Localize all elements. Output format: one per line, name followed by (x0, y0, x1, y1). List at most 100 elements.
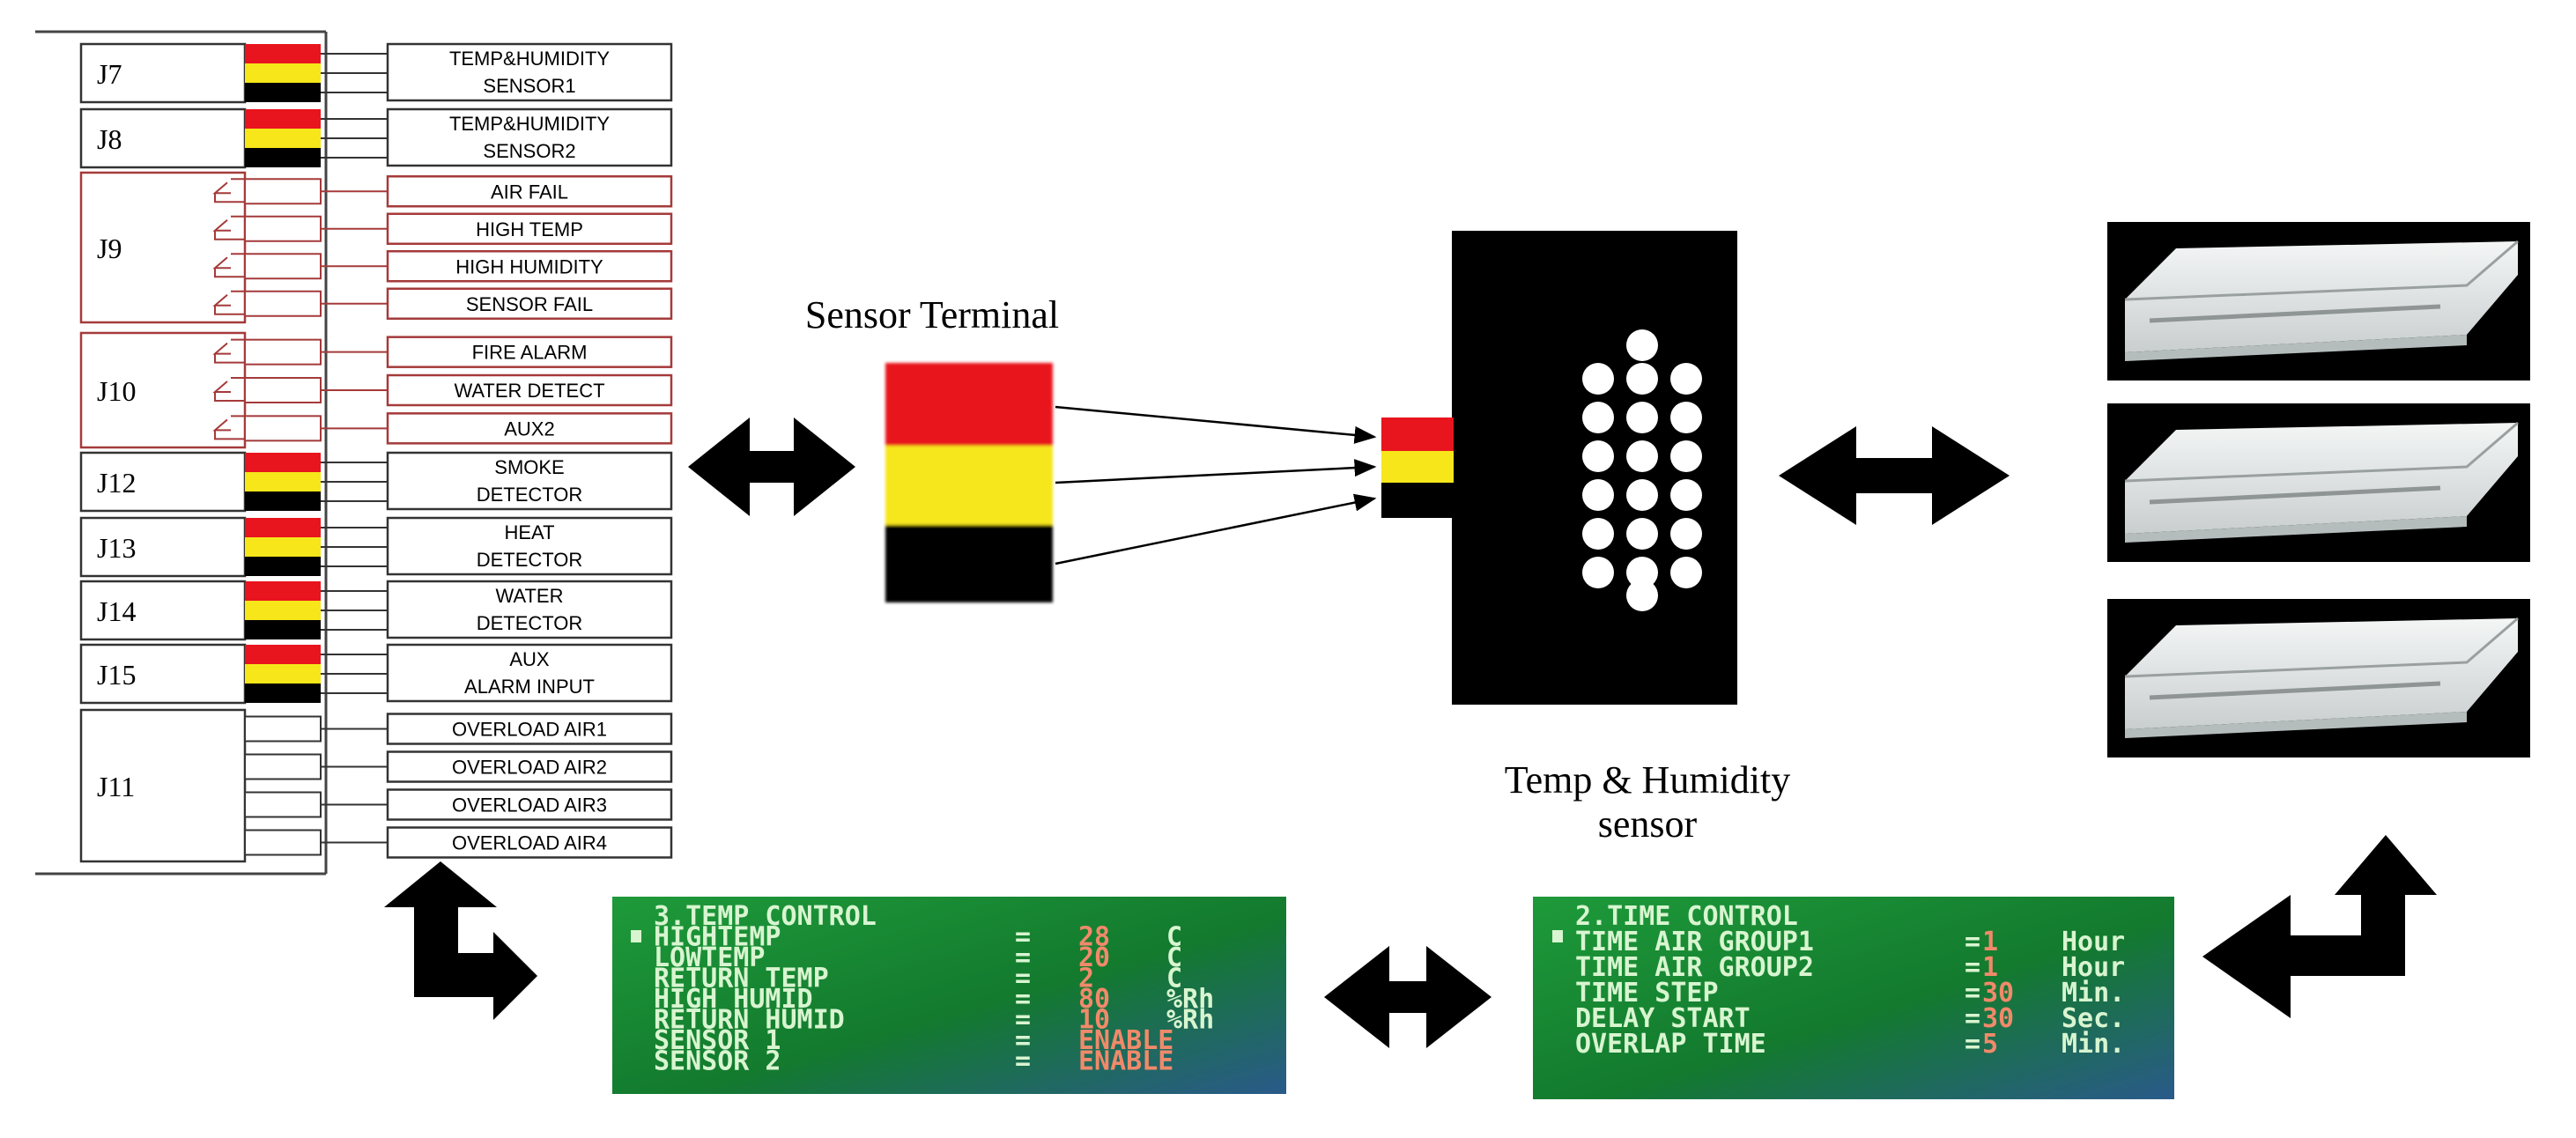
lcd-row-sep: = (1015, 1025, 1031, 1056)
connector-id-box (79, 708, 247, 863)
signal-label-box (386, 580, 673, 639)
signal-label: OVERLOAD AIR2 (452, 757, 607, 779)
lcd-row-value: 10 (1078, 1005, 1110, 1036)
lcd-row-name: SENSOR 1 (654, 1025, 781, 1056)
pin-red (245, 581, 321, 601)
signal-label: OVERLOAD AIR1 (452, 719, 607, 741)
corner-arrow-icon (384, 861, 537, 1020)
lcd-row-name: DELAY START (1575, 1003, 1751, 1034)
lcd-row-sep: = (1965, 1029, 1980, 1060)
vent-hole (1670, 557, 1702, 588)
signal-label-box (386, 175, 673, 208)
vent-hole (1626, 363, 1658, 395)
signal-label: OVERLOAD AIR4 (452, 832, 607, 854)
lcd-row-value: 20 (1078, 942, 1110, 973)
signal-label-line: DETECTOR (477, 484, 583, 506)
signal-label-line: TEMP&HUMIDITY (449, 113, 610, 135)
pin-yellow (245, 129, 321, 148)
lcd-row-name: TIME AIR GROUP2 (1575, 952, 1814, 983)
lcd-row-name: LOWTEMP (654, 942, 765, 973)
lcd-row-sep: = (1965, 1003, 1980, 1034)
relay-contact-icon (212, 215, 245, 240)
terminal-wires (1055, 405, 1377, 565)
lcd-row-unit: Min. (2062, 1029, 2125, 1060)
sensor-label-line1: Temp & Humidity (1505, 758, 1790, 802)
signal-label-box (386, 212, 673, 245)
ac-body (2125, 423, 2518, 534)
vent-hole (1626, 557, 1658, 588)
sensor-plug-yellow (1381, 451, 1454, 484)
pin-yellow (245, 63, 321, 83)
connector-id: J7 (97, 58, 122, 90)
signal-label: FIRE ALARM (472, 342, 588, 364)
connector-id: J10 (97, 375, 136, 407)
signal-label-box (386, 42, 673, 102)
signal-label-line: TEMP&HUMIDITY (449, 48, 610, 70)
vent-hole (1626, 440, 1658, 472)
temp-humidity-sensor (1381, 231, 1737, 705)
lcd-row-unit: %Rh (1166, 1005, 1214, 1036)
signal-label-box (386, 287, 673, 320)
signal-label-line: SENSOR1 (483, 75, 575, 97)
ac-body (2125, 618, 2518, 729)
sensor-plug-red (1381, 418, 1454, 453)
signal-label-box (386, 412, 673, 445)
lcd-row-name: TIME AIR GROUP1 (1575, 927, 1814, 957)
connector-j7: J7 TEMP&HUMIDITY SENSOR1 (79, 42, 673, 104)
pin-yellow (245, 601, 321, 620)
lcd-row-name: RETURN TEMP (654, 964, 829, 994)
connector-id: J12 (97, 467, 136, 499)
lcd-row-unit: C (1166, 922, 1182, 953)
pin-black (245, 83, 321, 102)
connector-id-box (79, 643, 247, 705)
vent-hole (1582, 402, 1614, 433)
lcd-row-unit: %Rh (1166, 984, 1214, 1015)
pin-red (245, 44, 321, 63)
pin-red (245, 518, 321, 537)
pin-cell (244, 178, 322, 205)
lcd-row-sep: = (1015, 922, 1031, 953)
signal-label-box (386, 336, 673, 368)
lcd-cursor (1552, 930, 1563, 942)
lcd-row-name: HIGH HUMID (654, 984, 813, 1015)
double-arrow-icon (688, 418, 855, 516)
lcd-row-sep: = (1015, 964, 1031, 994)
pin-red (245, 109, 321, 129)
lcd-title: 3.TEMP CONTROL (654, 901, 877, 932)
lcd-row-sep: = (1015, 984, 1031, 1015)
signal-label-line: WATER (496, 585, 564, 607)
lcd-cursor (631, 930, 641, 942)
lcd-row-unit: C (1166, 964, 1182, 994)
double-arrow-icon (1779, 426, 2010, 525)
vent-hole (1582, 557, 1614, 588)
signal-label: AUX2 (504, 418, 554, 440)
signal-label-box (386, 788, 673, 821)
signal-label-box (386, 826, 673, 859)
pin-black (245, 491, 321, 511)
lcd-row-value: 30 (1982, 978, 2014, 1009)
pin-yellow (245, 472, 321, 491)
lcd-row-name: HIGHTEMP (654, 922, 781, 953)
corner-arrow-icon (2202, 835, 2437, 1018)
pin-red (245, 645, 321, 664)
vent-hole (1582, 363, 1614, 395)
terminal-red (885, 363, 1053, 447)
lcd-row-name: OVERLAP TIME (1575, 1029, 1766, 1060)
ceiling-ac-unit-icon (2107, 222, 2530, 381)
ac-front (2125, 335, 2467, 361)
pin-cell (244, 377, 322, 403)
vent-hole (1626, 580, 1658, 611)
connector-id-box (79, 42, 247, 104)
pin-black (245, 148, 321, 167)
connector-id: J13 (97, 532, 136, 564)
relay-contact-icon (212, 415, 245, 440)
lcd-row-sep: = (1015, 942, 1031, 973)
signal-label-box (386, 713, 673, 745)
